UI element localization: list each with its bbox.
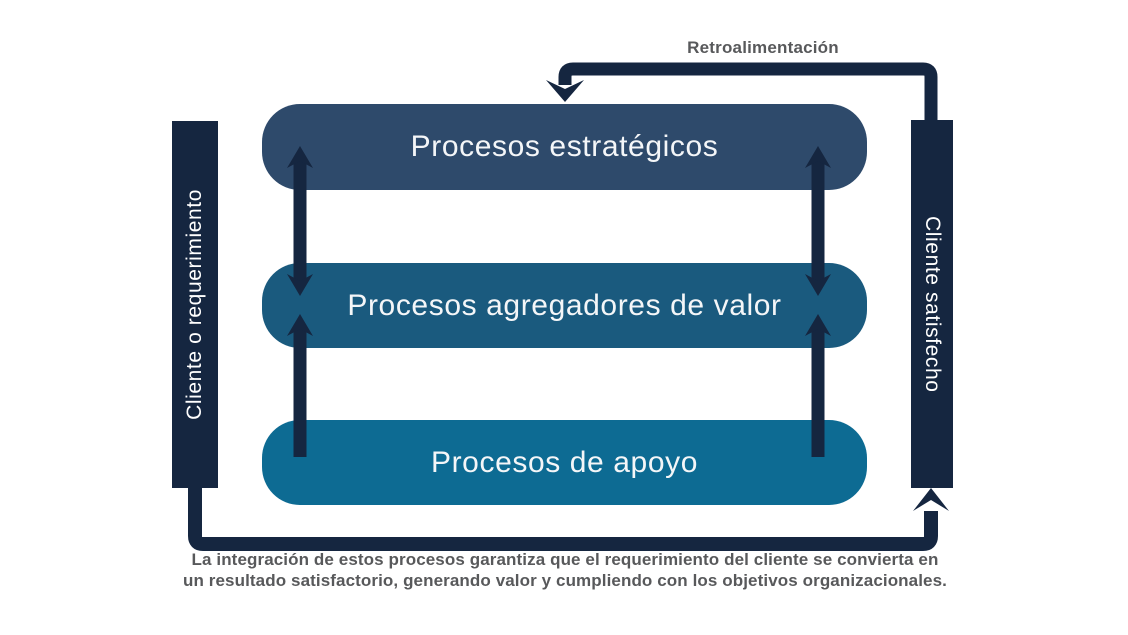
right-bar-cliente-satisfecho: Cliente satisfecho [911, 120, 953, 488]
left-bar-label: Cliente o requerimiento [183, 189, 206, 420]
bottom-arrowhead-up-icon [913, 488, 949, 511]
feedback-label: Retroalimentación [687, 38, 839, 57]
left-bar-cliente-requerimiento: Cliente o requerimiento [172, 121, 218, 488]
box-procesos-apoyo-label: Procesos de apoyo [430, 445, 699, 479]
caption: La integración de estos procesos garanti… [164, 549, 966, 591]
box-procesos-agregadores: Procesos agregadores de valor [262, 263, 867, 348]
box-procesos-estrategicos: Procesos estratégicos [262, 104, 867, 190]
caption-line-2: un resultado satisfactorio, generando va… [183, 571, 947, 590]
caption-line-1: La integración de estos procesos garanti… [191, 550, 939, 569]
box-procesos-agregadores-label: Procesos agregadores de valor [347, 288, 782, 322]
box-procesos-apoyo: Procesos de apoyo [262, 420, 867, 505]
feedback-arrowhead-down-icon [546, 80, 584, 102]
box-procesos-estrategicos-label: Procesos estratégicos [410, 130, 719, 163]
right-bar-label: Cliente satisfecho [921, 215, 944, 393]
